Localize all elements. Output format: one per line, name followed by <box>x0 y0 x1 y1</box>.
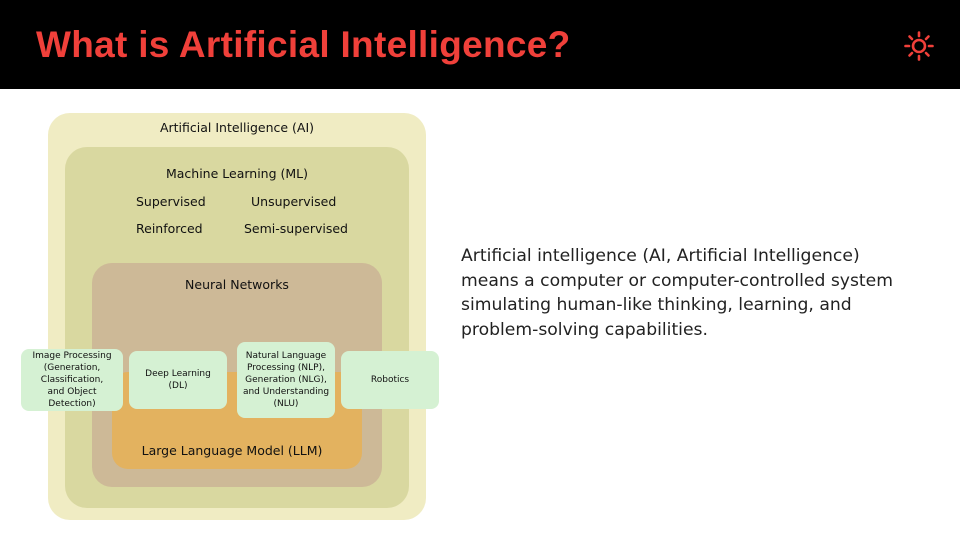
ml-label: Machine Learning (ML) <box>165 166 309 181</box>
image-processing-card: Image Processing (Generation, Classifica… <box>21 349 123 411</box>
nn-label: Neural Networks <box>185 277 289 292</box>
header-bar: What is Artificial Intelligence? <box>0 0 960 89</box>
description-text: Artificial intelligence (AI, Artificial … <box>461 246 893 340</box>
ml-type-reinforced: Reinforced <box>136 221 203 236</box>
ml-type-unsupervised: Unsupervised <box>251 194 337 209</box>
ml-type-semi-supervised: Semi-supervised <box>244 221 348 236</box>
llm-label: Large Language Model (LLM) <box>141 443 323 458</box>
ml-type-supervised: Supervised <box>136 194 206 209</box>
page-title: What is Artificial Intelligence? <box>36 24 571 65</box>
nlp-card: Natural Language Processing (NLP), Gener… <box>237 342 335 418</box>
ai-label: Artificial Intelligence (AI) <box>159 120 315 135</box>
deep-learning-card: Deep Learning (DL) <box>129 351 227 409</box>
robotics-card: Robotics <box>341 351 439 409</box>
sun-icon <box>904 31 934 61</box>
